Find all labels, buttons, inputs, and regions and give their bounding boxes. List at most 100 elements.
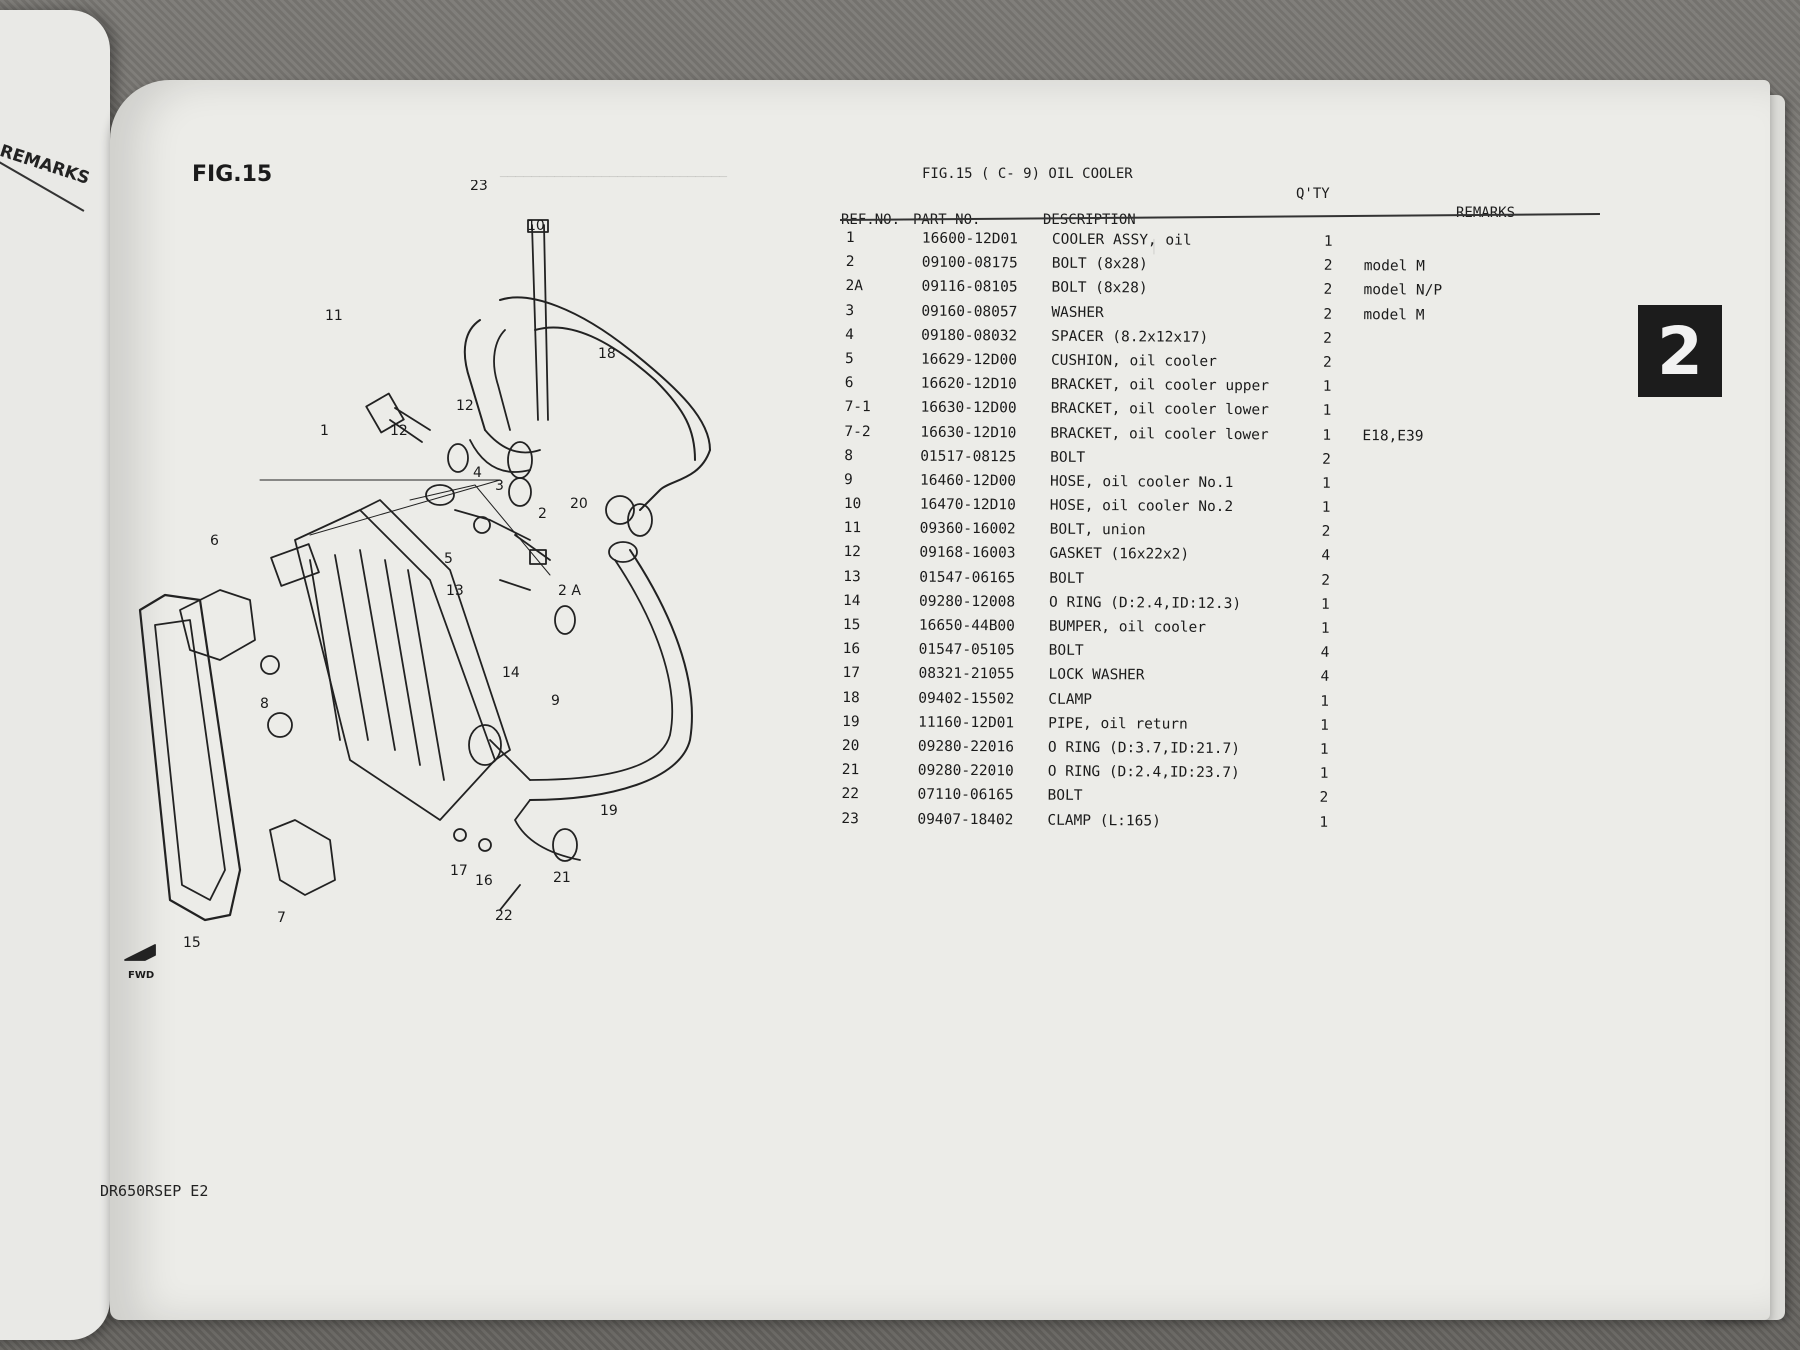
callout-number: 16 bbox=[475, 873, 493, 889]
ref-no-cell: 2A bbox=[845, 278, 864, 295]
description-cell: BRACKET, oil cooler lower bbox=[1050, 425, 1269, 443]
description-cell: CLAMP (L:165) bbox=[1047, 812, 1161, 830]
description-header: DESCRIPTION bbox=[1043, 212, 1136, 228]
ref-no-cell: 2 bbox=[845, 254, 855, 271]
description-cell: O RING (D:2.4,ID:23.7) bbox=[1047, 763, 1240, 782]
part-no-cell: 16600-12D01 bbox=[921, 230, 1019, 248]
part-no-cell: 11160-12D01 bbox=[918, 714, 1015, 732]
qty-cell: 4 bbox=[1320, 644, 1330, 662]
part-no-cell: 09402-15502 bbox=[918, 690, 1015, 707]
qty-cell: 2 bbox=[1321, 572, 1331, 589]
description-cell: BOLT, union bbox=[1049, 521, 1146, 539]
callout-number: 13 bbox=[446, 583, 464, 599]
part-no-cell: 16629-12D00 bbox=[920, 351, 1018, 369]
part-no-cell: 01547-05105 bbox=[918, 641, 1015, 659]
callout-number: 18 bbox=[598, 346, 616, 362]
ref-no-cell: 9 bbox=[843, 471, 853, 488]
part-no-cell: 09180-08032 bbox=[921, 327, 1018, 345]
callout-number: 19 bbox=[600, 803, 618, 819]
callout-number: 8 bbox=[260, 696, 269, 712]
remarks-cell: model M bbox=[1363, 258, 1425, 275]
qty-cell: 2 bbox=[1323, 282, 1333, 299]
callout-number: 23 bbox=[470, 180, 488, 194]
qty-cell: 4 bbox=[1321, 548, 1331, 565]
part-no-cell: 09168-16003 bbox=[919, 545, 1016, 562]
oil-cooler-core bbox=[270, 499, 511, 821]
part-no-cell: 09100-08175 bbox=[921, 254, 1018, 272]
qty-cell: 2 bbox=[1321, 524, 1331, 541]
hose-upper bbox=[463, 319, 486, 431]
callout-number: 4 bbox=[473, 465, 482, 481]
ref-no-cell: 23 bbox=[841, 810, 859, 827]
description-cell: WASHER bbox=[1051, 304, 1104, 321]
remarks-cell: model N/P bbox=[1363, 282, 1443, 300]
description-cell: LOCK WASHER bbox=[1048, 667, 1145, 684]
qty-cell: 1 bbox=[1322, 427, 1332, 444]
fwd-arrow bbox=[124, 944, 156, 961]
description-cell: BOLT (8x28) bbox=[1051, 280, 1148, 297]
callout-number: 5 bbox=[444, 551, 453, 567]
description-cell: CUSHION, oil cooler bbox=[1050, 352, 1217, 370]
remarks-cell: E18,E39 bbox=[1362, 427, 1424, 445]
ref-no-cell: 11 bbox=[843, 520, 862, 537]
part-no-cell: 16470-12D10 bbox=[919, 496, 1016, 514]
qty-cell: 2 bbox=[1319, 790, 1329, 807]
description-cell: GASKET (16x22x2) bbox=[1049, 546, 1190, 564]
part-no-cell: 16460-12D00 bbox=[919, 472, 1017, 490]
qty-cell: 2 bbox=[1323, 257, 1333, 275]
callout-number: 2 bbox=[538, 506, 547, 522]
bracket-lower bbox=[269, 819, 336, 896]
bumper-frame bbox=[138, 593, 242, 922]
description-cell: BOLT (8x28) bbox=[1051, 255, 1148, 273]
callout-number: 2 A bbox=[558, 583, 581, 599]
qty-cell: 1 bbox=[1321, 596, 1330, 613]
figure-label: FIG.15 bbox=[192, 162, 273, 187]
ref-no-cell: 14 bbox=[843, 592, 861, 609]
clamp-strip bbox=[531, 224, 549, 421]
ref-no-cell: 15 bbox=[842, 617, 861, 634]
callout-number: 17 bbox=[450, 863, 468, 879]
page-footer: DR650RSEP E2 bbox=[100, 1182, 209, 1200]
callout-number: 10 bbox=[527, 218, 545, 234]
part-no-cell: 09160-08057 bbox=[921, 303, 1018, 320]
previous-page: REMARKS bbox=[0, 10, 110, 1340]
description-cell: BOLT bbox=[1047, 787, 1083, 805]
part-no-cell: 16630-12D00 bbox=[920, 399, 1017, 417]
fwd-label: FWD bbox=[128, 970, 154, 981]
part-no-cell: 09280-22010 bbox=[917, 762, 1014, 780]
callout-number: 15 bbox=[183, 935, 201, 951]
ref-no-cell: 7-1 bbox=[844, 399, 871, 416]
qty-cell: 1 bbox=[1322, 403, 1332, 420]
part-no-cell: 07110-06165 bbox=[917, 786, 1014, 804]
part-no-cell: 09116-08105 bbox=[921, 279, 1018, 296]
description-cell: PIPE, oil return bbox=[1048, 715, 1188, 733]
description-cell: BOLT bbox=[1048, 642, 1084, 660]
ref-no-cell: 17 bbox=[842, 665, 861, 682]
part-no-cell: 16630-12D10 bbox=[920, 424, 1017, 441]
part-no-cell: 01517-08125 bbox=[920, 448, 1017, 466]
union-bolt bbox=[365, 392, 431, 443]
oil-return-pipe bbox=[529, 549, 693, 801]
description-cell: O RING (D:2.4,ID:12.3) bbox=[1049, 594, 1242, 612]
ref-no-cell: 6 bbox=[844, 375, 854, 392]
part-no-cell: 16620-12D10 bbox=[920, 375, 1017, 393]
callout-number: 1 bbox=[320, 423, 329, 439]
parts-table: 1 16600-12D01 COOLER ASSY, oil 1 2 09100-0817… bbox=[835, 230, 1600, 841]
remarks-cell: model M bbox=[1363, 306, 1425, 324]
qty-header: Q'TY bbox=[1296, 186, 1330, 202]
ref-no-cell: 5 bbox=[844, 350, 854, 368]
description-cell: BOLT bbox=[1050, 449, 1086, 466]
ref-no-cell: 13 bbox=[843, 568, 861, 585]
qty-cell: 1 bbox=[1319, 814, 1329, 831]
part-no-cell: 09280-22016 bbox=[917, 738, 1015, 756]
qty-cell: 2 bbox=[1323, 306, 1333, 323]
ref-no-cell: 10 bbox=[843, 496, 862, 513]
description-cell: SPACER (8.2x12x17) bbox=[1051, 328, 1209, 346]
hose-no2 bbox=[499, 296, 711, 451]
description-cell: BUMPER, oil cooler bbox=[1048, 618, 1207, 636]
bleed-through: │ bbox=[1150, 240, 1158, 255]
description-cell: COOLER ASSY, oil bbox=[1051, 231, 1192, 249]
part-no-cell: 09280-12008 bbox=[919, 593, 1016, 611]
qty-cell: 1 bbox=[1323, 233, 1333, 250]
